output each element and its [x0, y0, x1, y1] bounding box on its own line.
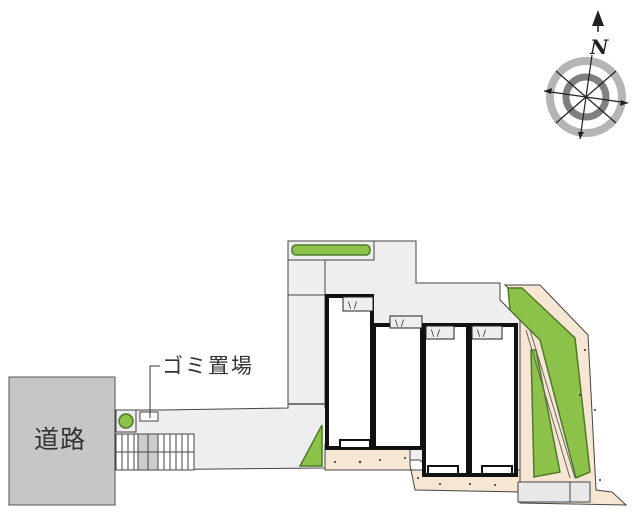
door-swing-icon: \ /	[395, 319, 405, 329]
gravel-dots	[334, 349, 601, 486]
compass-rose-icon	[543, 54, 629, 140]
bottom-pad-2	[569, 481, 591, 503]
steps	[115, 433, 195, 471]
unit-4: \ /	[468, 323, 518, 477]
garbage-leader-line	[149, 365, 160, 418]
road-area	[8, 376, 116, 506]
north-label: N	[589, 35, 609, 59]
door-swing-icon: \ /	[348, 301, 358, 311]
garbage-area-label: ゴミ置場	[162, 354, 254, 378]
door-swing-icon: \ /	[477, 329, 487, 339]
entrance-shrub	[118, 413, 134, 429]
left-triangle-planter	[298, 424, 323, 467]
right-planter-long	[507, 287, 591, 480]
garbage-box	[139, 411, 159, 422]
top-planter	[291, 244, 371, 256]
road-label: 道路	[34, 425, 87, 454]
door-swing-icon: \ /	[431, 329, 441, 339]
unit-3: \ /	[422, 323, 470, 477]
bottom-pad-1	[517, 481, 571, 503]
unit-1: \ /	[325, 294, 374, 450]
unit-2: \ /	[372, 315, 424, 450]
north-arrow-icon	[592, 10, 604, 26]
right-planter-short	[530, 349, 561, 478]
